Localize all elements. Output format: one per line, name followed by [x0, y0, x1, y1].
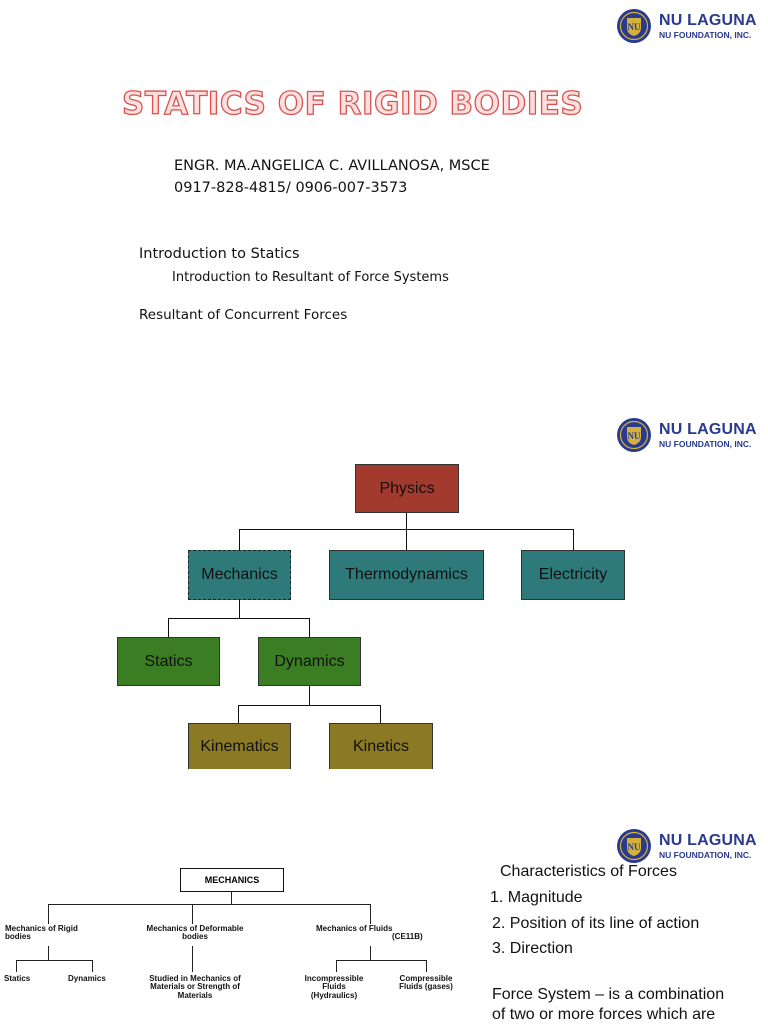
topic-intro-statics: Introduction to Statics: [139, 246, 300, 262]
slide-gap: [0, 787, 768, 806]
characteristic-item: 1. Magnitude: [490, 889, 583, 906]
label-incompressible: Incompressible Fluids (Hydraulics): [304, 974, 364, 1000]
slide-gap: [0, 384, 768, 403]
box-dynamics: Dynamics: [258, 637, 361, 686]
diagram-mechanics-box: MECHANICS: [180, 868, 284, 892]
box-kinetics: Kinetics: [329, 723, 433, 769]
nu-laguna-logo: NU NU LAGUNA NU FOUNDATION, INC.: [616, 8, 757, 44]
logo-name: NU LAGUNA: [659, 11, 757, 29]
slide-characteristics: NU NU LAGUNA NU FOUNDATION, INC. MECHANI…: [0, 806, 768, 1024]
slide-title-heading: STATICS OF RIGID BODIES: [121, 85, 584, 122]
characteristic-item: 2. Position of its line of action: [492, 915, 700, 932]
logo-subtitle: NU FOUNDATION, INC.: [659, 438, 752, 449]
nu-seal-icon: NU: [617, 829, 651, 863]
label-fluids: Mechanics of Fluids (CE11B): [316, 924, 423, 942]
force-system-line2: of two or more forces which are: [492, 1006, 716, 1023]
slide-title: NU NU LAGUNA NU FOUNDATION, INC. STATICS…: [0, 0, 768, 384]
author-name: ENGR. MA.ANGELICA C. AVILLANOSA, MSCE: [174, 158, 490, 174]
box-statics: Statics: [117, 637, 220, 686]
logo-name: NU LAGUNA: [659, 831, 757, 849]
label-statics: Statics: [4, 974, 31, 983]
nu-seal-icon: NU: [617, 9, 651, 43]
svg-text:NU: NU: [628, 842, 641, 852]
box-thermodynamics: Thermodynamics: [329, 550, 484, 600]
logo-subtitle: NU FOUNDATION, INC.: [659, 29, 752, 40]
svg-text:NU: NU: [628, 431, 641, 441]
box-mechanics: Mechanics: [188, 550, 291, 600]
characteristics-title: Characteristics of Forces: [500, 863, 677, 880]
logo-subtitle: NU FOUNDATION, INC.: [659, 849, 752, 860]
logo-name: NU LAGUNA: [659, 420, 757, 438]
label-compressible: Compressible Fluids (gases): [399, 974, 453, 992]
force-system-line1: Force System – is a combination: [492, 986, 725, 1003]
nu-laguna-logo: NU NU LAGUNA NU FOUNDATION, INC.: [616, 828, 757, 864]
label-studied-in: Studied in Mechanics of Materials or Str…: [149, 974, 241, 1000]
box-physics: Physics: [355, 464, 459, 513]
slide-physics-tree: NU NU LAGUNA NU FOUNDATION, INC. Physics…: [0, 403, 768, 787]
topic-concurrent-forces: Resultant of Concurrent Forces: [139, 307, 348, 323]
label-deformable-bodies: Mechanics of Deformable bodies: [146, 924, 244, 942]
label-rigid-bodies: Mechanics of Rigid bodies: [5, 924, 78, 942]
author-phone: 0917-828-4815/ 0906-007-3573: [174, 180, 408, 196]
box-kinematics: Kinematics: [188, 723, 291, 769]
topic-intro-resultant: Introduction to Resultant of Force Syste…: [172, 270, 449, 285]
label-dynamics: Dynamics: [68, 974, 106, 983]
characteristic-item: 3. Direction: [492, 940, 573, 957]
nu-laguna-logo: NU NU LAGUNA NU FOUNDATION, INC.: [616, 417, 757, 453]
svg-text:NU: NU: [628, 22, 641, 32]
box-electricity: Electricity: [521, 550, 625, 600]
nu-seal-icon: NU: [617, 418, 651, 452]
